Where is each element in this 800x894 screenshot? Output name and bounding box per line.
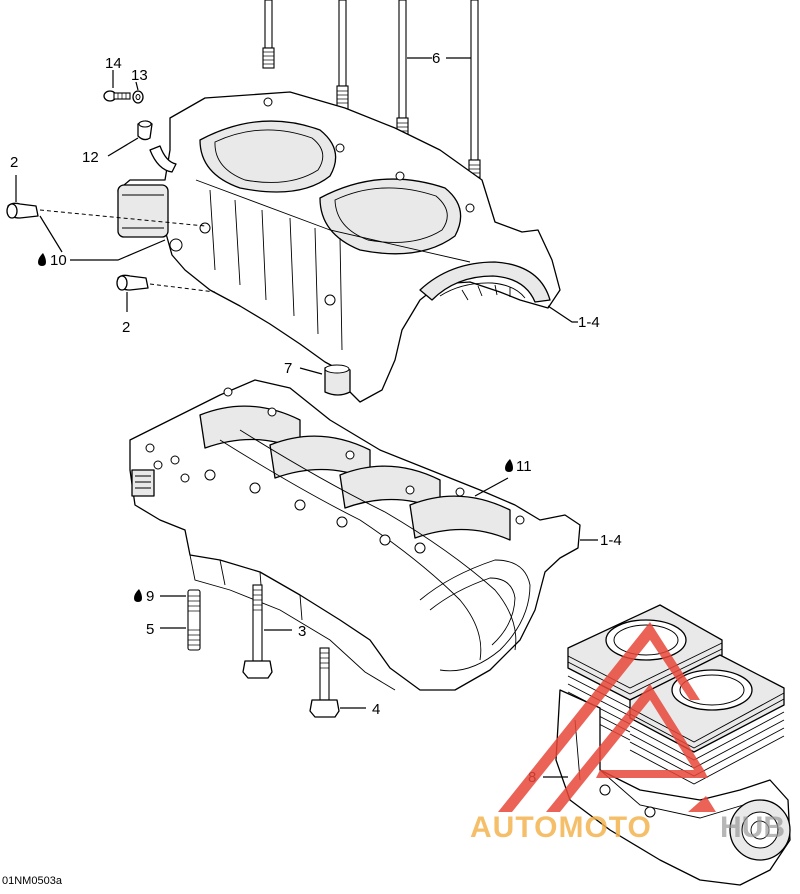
stud-6d — [468, 0, 481, 185]
stud-6b — [336, 0, 349, 111]
plug-2-top: 2 — [6, 154, 206, 227]
bolt-3: 3 — [242, 584, 306, 679]
sealant-9: 9 — [134, 588, 186, 605]
stud-6a — [262, 0, 275, 69]
watermark-text: AUTOMOTO — [470, 811, 652, 844]
callout-1-4-lower: 1-4 — [600, 532, 622, 549]
callout-3: 3 — [298, 623, 306, 640]
callout-1-4-upper: 1-4 — [578, 314, 600, 331]
callout-12: 12 — [82, 149, 99, 166]
callout-group-right: 1-4 7 11 1-4 — [284, 305, 622, 549]
callout-13: 13 — [131, 67, 148, 84]
plug-2-bottom: 2 — [116, 274, 216, 336]
callout-6: 6 — [432, 50, 440, 67]
stud-6c — [396, 0, 409, 143]
callout-2-top: 2 — [10, 154, 18, 171]
bolt-4: 4 — [309, 647, 380, 718]
callout-11: 11 — [516, 458, 532, 475]
sealant-10: 10 — [38, 215, 166, 269]
watermark-logo — [498, 622, 716, 812]
watermark-text-tail: HUB — [720, 811, 785, 844]
screw-14: 14 — [103, 55, 131, 102]
lower-crankcase — [129, 379, 581, 691]
callout-4: 4 — [372, 701, 380, 718]
callout-2-bottom: 2 — [122, 319, 130, 336]
upper-crankcase — [117, 91, 561, 403]
drawing-code: 01NM0503a — [2, 875, 63, 887]
callout-10: 10 — [50, 252, 67, 269]
oil-drop-icon — [38, 253, 46, 266]
callout-14: 14 — [105, 55, 122, 72]
oil-drop-icon — [134, 589, 142, 602]
stud-5: 5 — [146, 589, 201, 651]
oil-drop-icon — [505, 459, 513, 472]
washer-13: 13 — [131, 67, 148, 104]
callout-7: 7 — [284, 360, 292, 377]
fitting-12: 12 — [82, 120, 153, 166]
callout-9: 9 — [146, 588, 154, 605]
callout-5: 5 — [146, 621, 154, 638]
